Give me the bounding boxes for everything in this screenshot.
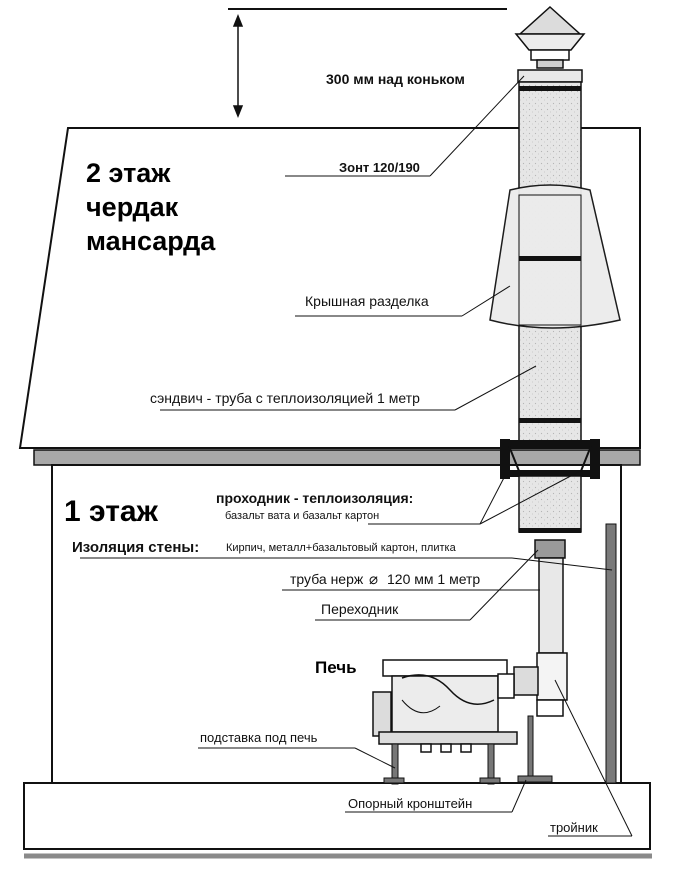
leader-lines bbox=[80, 75, 633, 837]
floor-slab bbox=[23, 782, 651, 850]
tee-label: тройник bbox=[550, 820, 598, 835]
adapter bbox=[534, 539, 566, 559]
support-bracket-label: Опорный кронштейн bbox=[348, 796, 472, 811]
stainless-pipe bbox=[538, 557, 564, 654]
tee-fitting bbox=[513, 652, 568, 717]
wall-insulation-shield bbox=[605, 523, 617, 784]
stove-stand bbox=[383, 743, 501, 785]
stove-stand-label: подставка под печь bbox=[200, 730, 318, 745]
chimney-cap bbox=[514, 5, 586, 83]
roof bbox=[18, 127, 641, 449]
passage-sub-label: базальт вата и базальт картон bbox=[225, 510, 379, 522]
sandwich-pipe-label: сэндвич - труба с теплоизоляцией 1 метр bbox=[150, 390, 420, 406]
ceiling-slab bbox=[33, 449, 641, 466]
adapter-label: Переходник bbox=[321, 601, 399, 617]
lower-joint-band bbox=[519, 528, 581, 533]
stove-label: Печь bbox=[315, 658, 357, 677]
passage-title-label: проходник - теплоизоляция: bbox=[216, 490, 413, 506]
stove bbox=[372, 659, 518, 753]
floor2-title-line2: чердак bbox=[86, 192, 179, 222]
floor2-title-line1: 2 этаж bbox=[86, 158, 171, 188]
umbrella-label: Зонт 120/190 bbox=[339, 160, 420, 175]
floor2-title-line3: мансарда bbox=[86, 226, 216, 256]
support-bracket bbox=[517, 715, 553, 783]
steel-pipe-label-prefix: труба нерж bbox=[290, 571, 364, 587]
height-dimension-arrow bbox=[232, 13, 244, 119]
wall-insulation-text: Кирпич, металл+базальтовый картон, плитк… bbox=[226, 542, 457, 554]
sandwich-pipe-lower bbox=[518, 475, 582, 533]
cone-band bbox=[519, 256, 581, 261]
height-note-label: 300 мм над коньком bbox=[326, 71, 465, 87]
wall-insulation-title: Изоляция стены: bbox=[72, 539, 199, 556]
floor1-title: 1 этаж bbox=[64, 495, 159, 528]
roof-cut-label: Крышная разделка bbox=[305, 293, 429, 309]
diameter-symbol: ⌀ bbox=[369, 571, 378, 588]
steel-pipe-label-suffix: 120 мм 1 метр bbox=[387, 571, 480, 587]
